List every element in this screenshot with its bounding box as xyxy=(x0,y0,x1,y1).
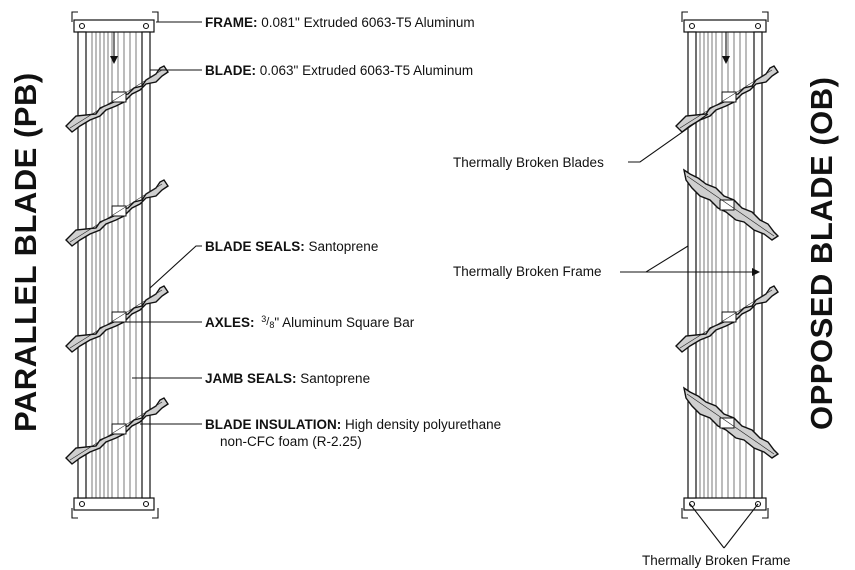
callout-thermally-broken-frame-mid: Thermally Broken Frame xyxy=(453,264,602,279)
callout-blade-seals: BLADE SEALS: Santoprene xyxy=(205,239,378,254)
opposed-blade-title: OPPOSED BLADE (OB) xyxy=(804,77,839,430)
callout-blade: BLADE: 0.063" Extruded 6063-T5 Aluminum xyxy=(205,63,473,78)
pb-damper-section xyxy=(65,11,169,519)
parallel-blade-title: PARALLEL BLADE (PB) xyxy=(8,72,43,432)
ob-leaders xyxy=(620,113,760,549)
callout-thermally-broken-blades: Thermally Broken Blades xyxy=(453,155,604,170)
callout-frame: FRAME: 0.081" Extruded 6063-T5 Aluminum xyxy=(205,15,475,30)
ob-damper-section xyxy=(675,11,779,519)
callout-axles: AXLES: 3/8" Aluminum Square Bar xyxy=(205,314,415,330)
callout-blade-insulation: BLADE INSULATION: High density polyureth… xyxy=(205,417,501,432)
callout-thermally-broken-frame-bottom: Thermally Broken Frame xyxy=(642,553,791,568)
pb-callouts: FRAME: 0.081" Extruded 6063-T5 Aluminum … xyxy=(205,15,501,449)
callout-blade-insulation-line2: non-CFC foam (R-2.25) xyxy=(220,434,362,449)
callout-jamb-seals: JAMB SEALS: Santoprene xyxy=(205,371,370,386)
pb-leaders xyxy=(122,21,202,425)
ob-callouts: Thermally Broken Blades Thermally Broken… xyxy=(453,155,791,568)
